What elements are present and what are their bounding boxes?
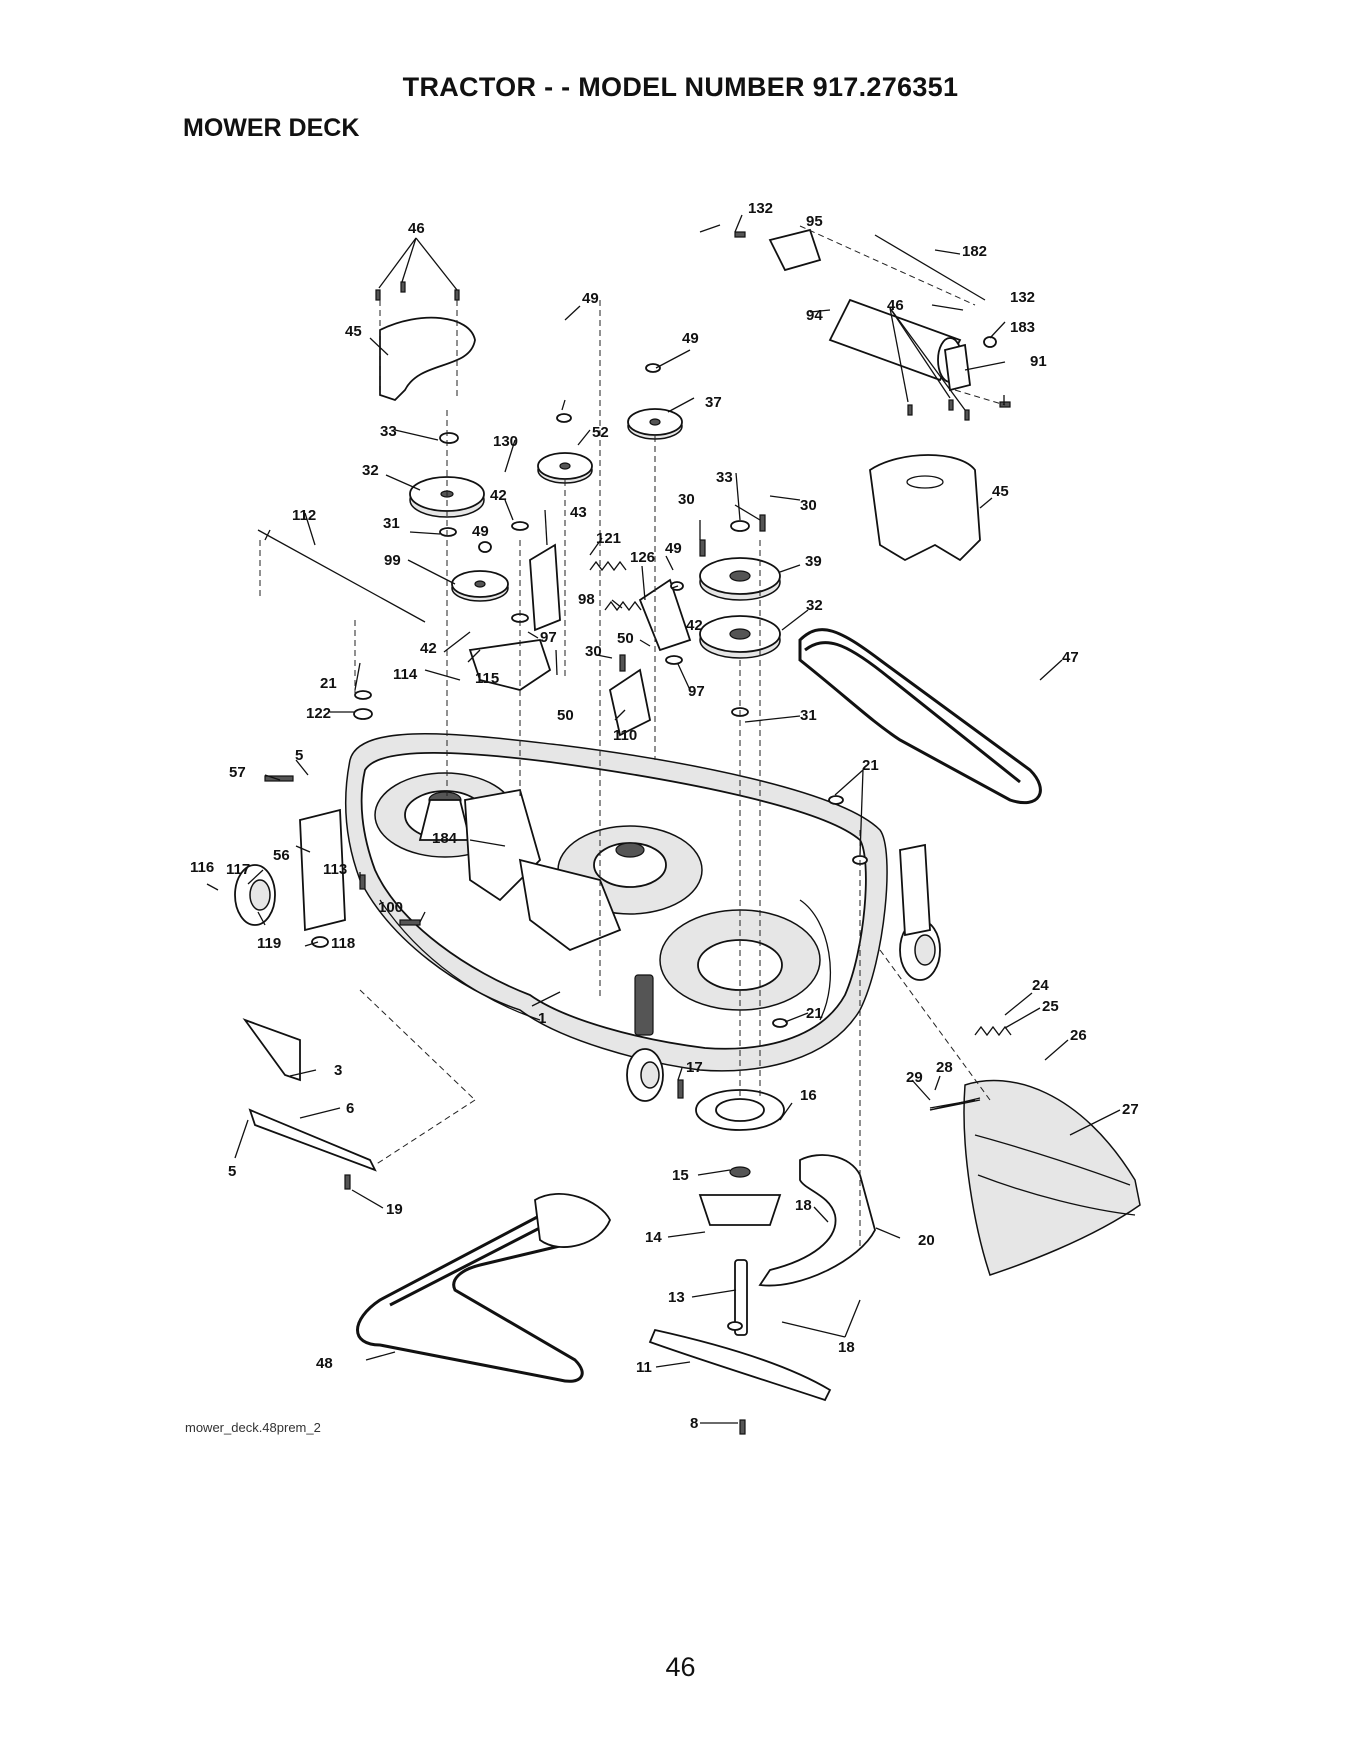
callout-21: 21	[806, 1005, 823, 1022]
callout-91: 91	[1030, 353, 1047, 370]
callout-114: 114	[393, 666, 418, 683]
callout-39: 39	[805, 553, 822, 570]
callout-119: 119	[257, 935, 281, 952]
callout-97: 97	[540, 629, 557, 646]
anti-scalp-roller	[768, 228, 986, 392]
callout-110: 110	[613, 727, 637, 744]
callout-46: 46	[408, 220, 425, 237]
callout-11: 11	[636, 1359, 652, 1376]
callout-115: 115	[475, 670, 499, 687]
hardware	[264, 231, 1011, 1435]
pulleys	[409, 408, 781, 659]
callout-29: 29	[906, 1069, 923, 1086]
callout-30: 30	[800, 497, 817, 514]
callout-49: 49	[665, 540, 682, 557]
front-gauge-wheels	[234, 808, 941, 1102]
belts	[356, 628, 1042, 1383]
callout-13: 13	[668, 1289, 685, 1306]
callout-8: 8	[690, 1415, 698, 1432]
callout-49: 49	[582, 290, 599, 307]
callout-100: 100	[378, 899, 403, 916]
callout-49: 49	[472, 523, 489, 540]
callout-50: 50	[617, 630, 634, 647]
section-title: MOWER DECK	[183, 114, 360, 142]
callout-132: 132	[1010, 289, 1035, 306]
callout-15: 15	[672, 1167, 689, 1184]
callout-97: 97	[688, 683, 705, 700]
callout-24: 24	[1032, 977, 1049, 994]
callout-37: 37	[705, 394, 722, 411]
callout-42: 42	[490, 487, 507, 504]
callout-3: 3	[334, 1062, 342, 1079]
callout-42: 42	[686, 617, 703, 634]
callout-21: 21	[862, 757, 879, 774]
callout-25: 25	[1042, 998, 1059, 1015]
callout-49: 49	[682, 330, 699, 347]
callout-5: 5	[228, 1163, 236, 1180]
callout-6: 6	[346, 1100, 354, 1117]
callout-5: 5	[295, 747, 303, 764]
callout-18: 18	[838, 1339, 855, 1356]
callout-30: 30	[585, 643, 602, 660]
callout-32: 32	[362, 462, 379, 479]
callout-27: 27	[1122, 1101, 1139, 1118]
callout-labels: 46 45 33 130 32 112 31 99 42 21 114 122 …	[190, 200, 1139, 1432]
page-title: TRACTOR - - MODEL NUMBER 917.276351	[402, 72, 959, 102]
callout-117: 117	[226, 861, 250, 878]
idler-brackets	[242, 543, 692, 1172]
callout-50: 50	[557, 707, 574, 724]
callout-33: 33	[380, 423, 397, 440]
callout-99: 99	[384, 552, 401, 569]
assembly-lines	[259, 225, 1006, 1250]
callout-28: 28	[936, 1059, 953, 1076]
callout-16: 16	[800, 1087, 817, 1104]
callout-113: 113	[323, 861, 347, 878]
callout-118: 118	[331, 935, 355, 952]
callout-42: 42	[420, 640, 437, 657]
callout-98: 98	[578, 591, 595, 608]
callout-121: 121	[596, 530, 621, 547]
callout-112: 112	[292, 507, 316, 524]
callout-183: 183	[1010, 319, 1035, 336]
callout-32: 32	[806, 597, 823, 614]
callout-45: 45	[992, 483, 1009, 500]
callout-132: 132	[748, 200, 773, 217]
discharge-chute	[929, 1079, 1141, 1276]
callout-30: 30	[678, 491, 695, 508]
callout-94: 94	[806, 307, 823, 324]
callout-1: 1	[538, 1010, 546, 1027]
spindle-assembly	[648, 1089, 876, 1402]
callout-48: 48	[316, 1355, 333, 1372]
callout-52: 52	[592, 424, 609, 441]
callout-45: 45	[345, 323, 362, 340]
figure-source-label: mower_deck.48prem_2	[185, 1420, 321, 1435]
callout-43: 43	[570, 504, 587, 521]
callout-19: 19	[386, 1201, 403, 1218]
callout-14: 14	[645, 1229, 662, 1246]
callout-18: 18	[795, 1197, 812, 1214]
page-number: 46	[665, 1652, 696, 1682]
belt-covers	[379, 316, 981, 562]
callout-184: 184	[432, 830, 458, 847]
callout-56: 56	[273, 847, 290, 864]
callout-47: 47	[1062, 649, 1079, 666]
springs	[589, 560, 1012, 1037]
callout-20: 20	[918, 1232, 935, 1249]
callout-26: 26	[1070, 1027, 1087, 1044]
callout-31: 31	[800, 707, 817, 724]
callout-46: 46	[887, 297, 904, 314]
callout-33: 33	[716, 469, 733, 486]
callout-17: 17	[686, 1059, 703, 1076]
callout-31: 31	[383, 515, 400, 532]
callout-130: 130	[493, 433, 518, 450]
callout-57: 57	[229, 764, 246, 781]
callout-21: 21	[320, 675, 337, 692]
callout-122: 122	[306, 705, 331, 722]
callout-95: 95	[806, 213, 823, 230]
callout-182: 182	[962, 243, 987, 260]
callout-126: 126	[630, 549, 655, 566]
callout-116: 116	[190, 859, 214, 876]
